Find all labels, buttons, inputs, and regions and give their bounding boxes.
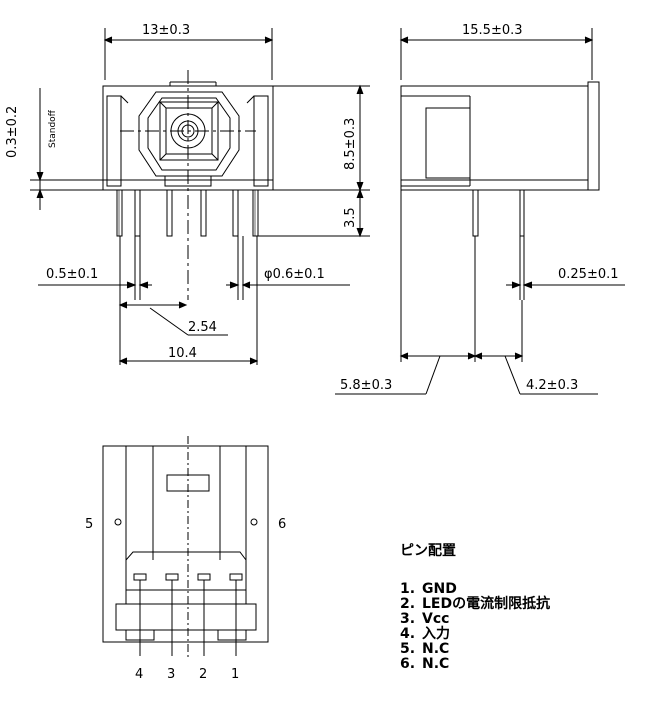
pin-function: LEDの電流制限抵抗: [422, 596, 551, 612]
pin-assignment-item: 4. 入力: [400, 627, 550, 642]
bottom-pin-pad-1: [229, 573, 243, 581]
pin-assignment-title: ピン配置: [400, 543, 456, 559]
bottom-pin-label-5: 5: [85, 517, 93, 532]
pin-assignment-legend: ピン配置 1. GND 2. LEDの電流制限抵抗 3. Vcc 4. 入力 5. N.C…: [400, 540, 550, 672]
front-view: 13±0.3: [5, 23, 370, 365]
pin-width-label: 0.5±0.1: [46, 267, 98, 282]
bottom-pin-label-3: 3: [167, 667, 175, 682]
pin-assignment-item: 1. GND: [400, 582, 550, 597]
pin-number: 2.: [400, 596, 416, 612]
pin-diameter-label: φ0.6±0.1: [264, 267, 325, 282]
bottom-pin-block: [125, 551, 247, 591]
side-offset-rear-label: 4.2±0.3: [526, 378, 578, 393]
pin-assignment-item: 6. N.C: [400, 657, 550, 672]
bottom-hole-left: [114, 518, 122, 526]
side-pin-width-label: 0.25±0.1: [558, 267, 619, 282]
side-housing: [400, 85, 589, 191]
pin-function: Vcc: [422, 611, 450, 627]
front-side-pin-left: [116, 189, 123, 237]
pin-number: 3.: [400, 611, 416, 627]
front-pin-4: [134, 189, 141, 237]
bottom-view: 5 6 4 3 2 1: [85, 436, 286, 682]
bottom-pin-label-1: 1: [231, 667, 239, 682]
side-offset-front-label: 5.8±0.3: [340, 378, 392, 393]
pin-function: N.C: [422, 641, 450, 657]
standoff-height-label: 0.3±0.2: [5, 106, 20, 158]
pin-function: N.C: [422, 656, 450, 672]
side-pin-rear: [519, 189, 525, 237]
bottom-pin-pad-4: [133, 573, 147, 581]
front-side-pin-right: [252, 189, 259, 237]
body-height-label: 8.5±0.3: [343, 118, 358, 170]
side-depth-label: 15.5±0.3: [462, 23, 523, 38]
optical-port-outer: [138, 91, 240, 177]
pin-span-label: 10.4: [168, 346, 197, 361]
pin-number: 1.: [400, 581, 416, 597]
standoff-label: Standoff: [48, 109, 58, 148]
pin-pitch-label: 2.54: [188, 320, 217, 335]
front-width-label: 13±0.3: [142, 23, 190, 38]
pin-assignment-list: 1. GND 2. LEDの電流制限抵抗 3. Vcc 4. 入力 5. N.C 6. N.…: [400, 582, 550, 672]
pin-number: 6.: [400, 656, 416, 672]
bottom-pin-pad-2: [197, 573, 211, 581]
bottom-pin-label-2: 2: [199, 667, 207, 682]
pin-assignment-item: 3. Vcc: [400, 612, 550, 627]
side-pin-front: [472, 189, 479, 237]
pin-function: 入力: [422, 626, 450, 642]
pin-number: 4.: [400, 626, 416, 642]
bottom-pin-label-6: 6: [278, 517, 286, 532]
pin-length-label: 3.5: [343, 207, 358, 228]
front-pin-3: [166, 189, 173, 237]
pin-number: 5.: [400, 641, 416, 657]
pin-function: GND: [422, 581, 457, 597]
bottom-housing: [102, 445, 269, 643]
pin-assignment-item: 5. N.C: [400, 642, 550, 657]
bottom-key-slot: [166, 474, 210, 492]
side-view: 15.5±0.3 0.25±0.1 5.8±0.3 4.2±0.3: [335, 23, 625, 395]
pin-assignment-item: 2. LEDの電流制限抵抗: [400, 597, 550, 612]
bottom-pin-label-4: 4: [135, 667, 143, 682]
front-pin-1: [232, 189, 239, 237]
front-pin-2: [200, 189, 207, 237]
bottom-hole-right: [250, 518, 258, 526]
bottom-pin-pad-3: [165, 573, 179, 581]
